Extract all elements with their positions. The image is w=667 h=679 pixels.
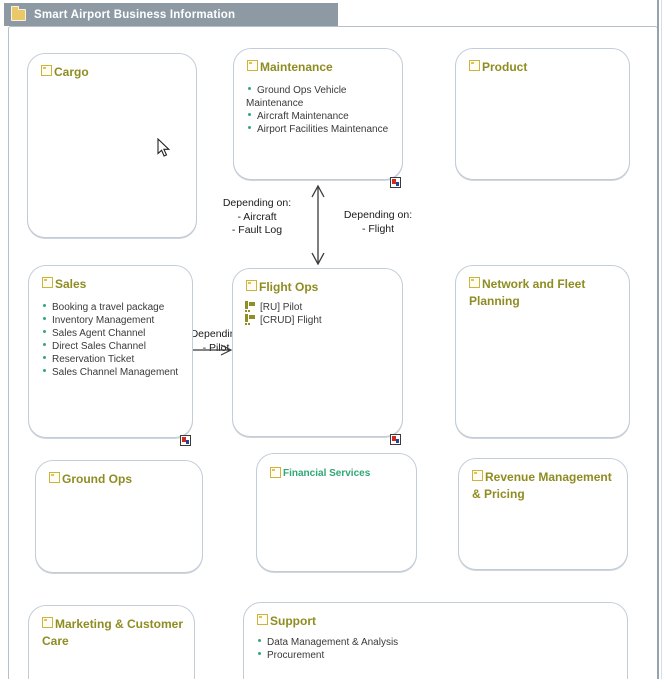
box-maintenance[interactable]: Maintenance Ground Ops Vehicle Maintenan… xyxy=(233,48,403,188)
list-item: Sales Channel Management xyxy=(41,366,184,379)
box-support[interactable]: Support Data Management & Analysis Procu… xyxy=(243,602,628,679)
bullet-icon xyxy=(43,329,46,333)
list-item: Procurement xyxy=(256,649,619,662)
bullet-icon xyxy=(258,638,261,642)
bullet-icon xyxy=(258,651,261,655)
list-item: Airport Facilities Maintenance xyxy=(246,123,394,136)
box-title-label: Financial Services xyxy=(283,468,371,479)
list-item: [CRUD] Flight xyxy=(245,313,394,327)
box-title-label: Marketing & Customer Care xyxy=(42,616,184,648)
bullet-icon xyxy=(248,125,251,129)
list-item: Booking a travel package xyxy=(41,301,184,314)
box-title-label: Flight Ops xyxy=(259,279,319,294)
box-title-label: Ground Ops xyxy=(62,471,132,486)
bullet-icon xyxy=(43,303,46,307)
item-list: [RU] Pilot [CRUD] Flight xyxy=(233,295,402,327)
note-icon xyxy=(42,277,53,288)
list-item: Aircraft Maintenance xyxy=(246,110,394,123)
subdiagram-indicator-icon[interactable] xyxy=(180,435,191,446)
list-item: Ground Ops Vehicle Maintenance xyxy=(246,84,347,109)
note-icon xyxy=(257,614,268,625)
box-title-label: Support xyxy=(270,613,316,628)
group-header-tab[interactable]: Smart Airport Business Information xyxy=(4,3,338,26)
list-item: Inventory Management xyxy=(41,314,184,327)
list-item: [RU] Pilot xyxy=(245,300,394,314)
note-icon xyxy=(49,472,60,483)
folder-icon xyxy=(11,5,26,21)
list-item: Reservation Ticket xyxy=(41,353,184,366)
note-icon xyxy=(472,470,483,481)
connection-label-maintenance-left[interactable]: Depending on: - Aircraft - Fault Log xyxy=(222,197,292,236)
item-list: Ground Ops Vehicle Maintenance Aircraft … xyxy=(234,75,402,136)
note-icon xyxy=(270,466,281,478)
bullet-icon xyxy=(43,316,46,320)
box-title-label: Sales xyxy=(55,276,87,291)
box-cargo[interactable]: Cargo xyxy=(27,53,197,238)
box-title-label: Network and Fleet Planning xyxy=(469,276,586,308)
list-item: Sales Agent Channel xyxy=(41,327,184,340)
subdiagram-indicator-icon[interactable] xyxy=(390,434,401,445)
frame-right-edge-highlight xyxy=(661,0,662,679)
box-financial-services[interactable]: Financial Services xyxy=(256,453,417,572)
note-icon xyxy=(469,60,480,71)
box-network-fleet-planning[interactable]: Network and Fleet Planning xyxy=(455,265,630,438)
note-icon xyxy=(42,617,53,628)
note-icon xyxy=(469,277,480,288)
box-flight-ops[interactable]: Flight Ops [RU] Pilot [CRUD] Flight xyxy=(232,268,403,445)
box-ground-ops[interactable]: Ground Ops xyxy=(35,460,203,573)
entity-icon xyxy=(245,300,256,312)
bullet-icon xyxy=(248,86,251,90)
mouse-cursor-icon xyxy=(157,138,171,157)
box-sales[interactable]: Sales Booking a travel package Inventory… xyxy=(28,265,193,446)
group-title: Smart Airport Business Information xyxy=(34,8,236,21)
note-icon xyxy=(246,280,257,291)
box-title-label: Revenue Management & Pricing xyxy=(472,469,612,501)
bullet-icon xyxy=(43,355,46,359)
connection-label-maintenance-right[interactable]: Depending on: - Flight xyxy=(343,209,413,235)
box-title-label: Product xyxy=(482,59,528,74)
bullet-icon xyxy=(248,112,251,116)
list-item: Data Management & Analysis xyxy=(256,636,619,649)
box-marketing-customer-care[interactable]: Marketing & Customer Care xyxy=(28,605,195,679)
frame-right-edge xyxy=(657,0,659,679)
bullet-icon xyxy=(43,342,46,346)
note-icon xyxy=(41,65,52,76)
note-icon xyxy=(247,60,258,71)
box-product[interactable]: Product xyxy=(455,48,630,180)
list-item: Direct Sales Channel xyxy=(41,340,184,353)
box-revenue-management[interactable]: Revenue Management & Pricing xyxy=(458,458,628,570)
subdiagram-indicator-icon[interactable] xyxy=(390,177,401,188)
box-title-label: Cargo xyxy=(54,64,89,79)
entity-icon xyxy=(245,313,256,325)
bullet-icon xyxy=(43,368,46,372)
item-list: Booking a travel package Inventory Manag… xyxy=(29,292,192,379)
item-list: Data Management & Analysis Procurement xyxy=(244,629,627,662)
box-title-label: Maintenance xyxy=(260,59,333,74)
